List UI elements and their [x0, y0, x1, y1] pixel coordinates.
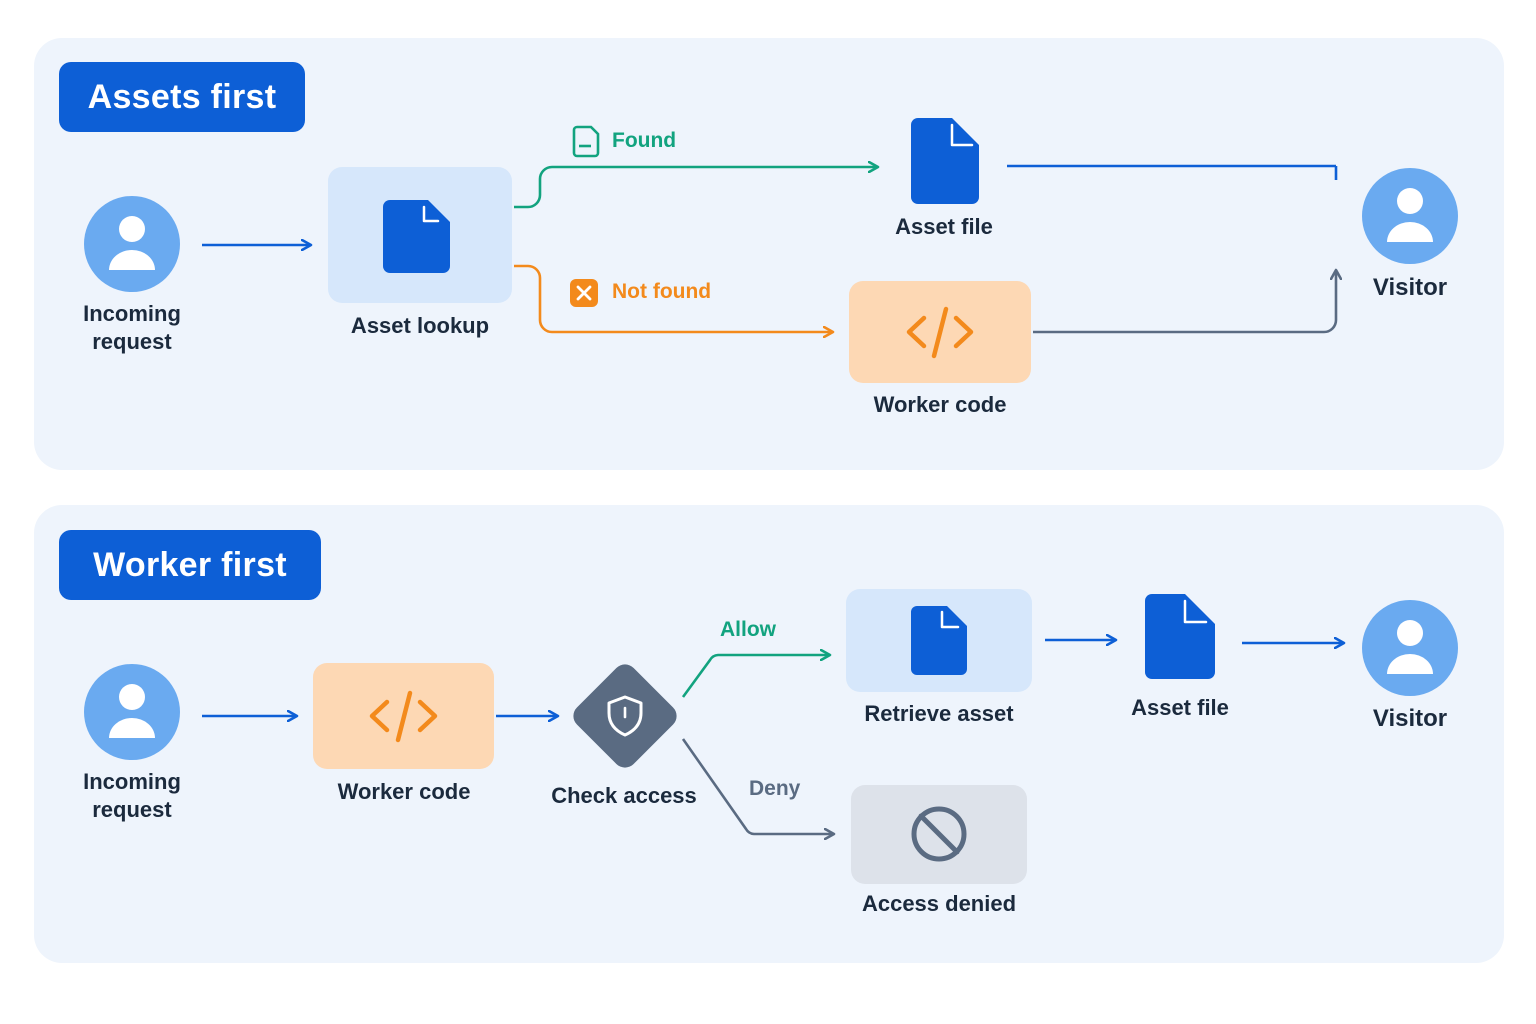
check-access-node: [573, 664, 677, 768]
worker-first-title: Worker first: [59, 530, 321, 600]
found-label: Found: [612, 129, 677, 152]
asset-lookup-label: Asset lookup: [350, 313, 490, 338]
visitor-node-bottom: [1362, 600, 1458, 696]
blocked-icon: [911, 806, 967, 862]
user-icon: [109, 684, 155, 738]
deny-label: Deny: [749, 777, 801, 800]
assets-first-title: Assets first: [59, 62, 305, 132]
file-icon: [1145, 594, 1215, 679]
file-icon: [911, 606, 967, 675]
arrow-worker-to-visitor-top: [1033, 270, 1336, 334]
code-icon: [906, 306, 974, 359]
visitor-node-top: [1362, 168, 1458, 264]
arrow-not-found: [514, 264, 833, 332]
asset-file-label-bottom: Asset file: [1131, 695, 1229, 720]
incoming-request-node-top: [84, 196, 180, 292]
check-access-label: Check access: [551, 783, 697, 808]
file-icon: [383, 200, 450, 273]
incoming-request-label-bottom: Incoming request: [83, 769, 181, 822]
asset-lookup-node: [328, 167, 512, 303]
not-found-label: Not found: [612, 280, 712, 303]
incoming-request-node-bottom: [84, 664, 180, 760]
check-file-icon: [572, 125, 600, 158]
arrow-found: [514, 167, 878, 209]
allow-label: Allow: [720, 618, 776, 641]
shield-icon: [607, 695, 643, 737]
file-icon: [911, 118, 979, 204]
access-denied-label: Access denied: [861, 891, 1017, 916]
asset-file-label-top: Asset file: [895, 214, 993, 239]
worker-code-label-bottom: Worker code: [337, 779, 471, 804]
visitor-label-bottom: Visitor: [1372, 705, 1448, 732]
worker-code-node-top: [849, 281, 1031, 383]
incoming-request-label-top: Incoming request: [83, 301, 181, 354]
asset-file-node-bottom: [1145, 594, 1215, 679]
asset-file-node-top: [911, 118, 979, 204]
arrow-allow: [681, 655, 830, 698]
user-icon: [1387, 620, 1433, 674]
worker-code-node-bottom: [313, 663, 494, 769]
retrieve-asset-node: [846, 589, 1032, 692]
worker-code-label-top: Worker code: [873, 392, 1007, 417]
x-icon: [570, 279, 598, 307]
visitor-label-top: Visitor: [1372, 274, 1448, 301]
user-icon: [109, 216, 155, 270]
user-icon: [1387, 188, 1433, 242]
access-denied-node: [851, 785, 1027, 884]
code-icon: [369, 690, 438, 743]
arrow-deny: [681, 738, 834, 834]
retrieve-asset-label: Retrieve asset: [864, 701, 1014, 726]
